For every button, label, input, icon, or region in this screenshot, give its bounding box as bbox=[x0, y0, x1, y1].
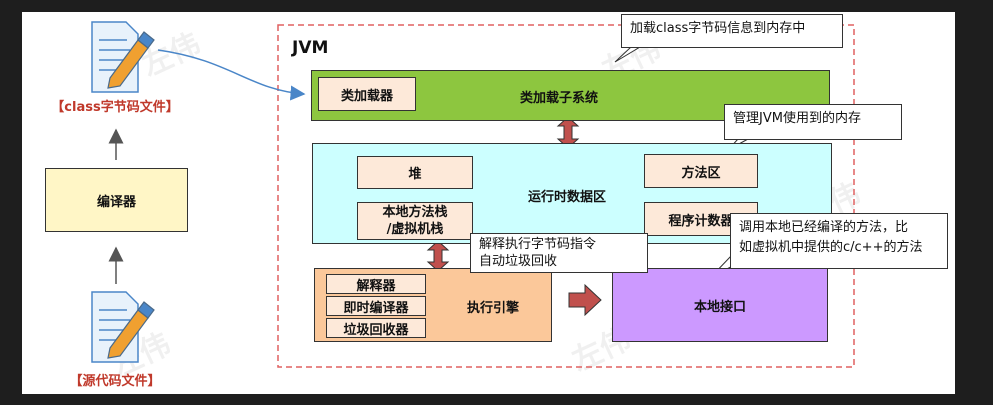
jvm-title: JVM bbox=[292, 38, 329, 58]
load-arrow bbox=[157, 49, 306, 101]
runtime-engine-double-arrow bbox=[426, 240, 450, 272]
class-loader-subsystem-label: 类加载子系统 bbox=[520, 91, 599, 106]
class-file-icon bbox=[91, 21, 155, 93]
source-file-icon bbox=[91, 291, 155, 363]
execution-engine-label: 执行引擎 bbox=[467, 301, 520, 316]
class-loader-box: 类加载器 bbox=[318, 77, 416, 111]
jit-compiler-box: 即时编译器 bbox=[326, 296, 426, 316]
callout-execute: 解释执行字节码指令 自动垃圾回收 bbox=[470, 233, 648, 273]
source-file-label: 【源代码文件】 bbox=[69, 374, 161, 389]
heap-box: 堆 bbox=[357, 156, 473, 189]
compiler-box: 编译器 bbox=[45, 168, 188, 232]
callout-tail bbox=[614, 46, 642, 63]
jvm-boundary bbox=[277, 24, 855, 368]
engine-native-arrow bbox=[568, 283, 602, 317]
interpreter-box: 解释器 bbox=[326, 274, 426, 294]
runtime-data-area-label: 运行时数据区 bbox=[528, 190, 607, 205]
method-area-box: 方法区 bbox=[644, 154, 758, 188]
callout-native-call: 调用本地已经编译的方法，比 如虚拟机中提供的c/c++的方法 bbox=[730, 213, 948, 269]
callout-manage-memory: 管理JVM使用到的内存 bbox=[724, 104, 902, 140]
native-method-stack-box: 本地方法栈 /虚拟机栈 bbox=[357, 202, 473, 240]
callout-load-info: 加载class字节码信息到内存中 bbox=[621, 14, 843, 48]
garbage-collector-box: 垃圾回收器 bbox=[326, 318, 426, 338]
native-interface-box: 本地接口 bbox=[612, 268, 828, 342]
class-file-label: 【class字节码文件】 bbox=[51, 100, 179, 115]
